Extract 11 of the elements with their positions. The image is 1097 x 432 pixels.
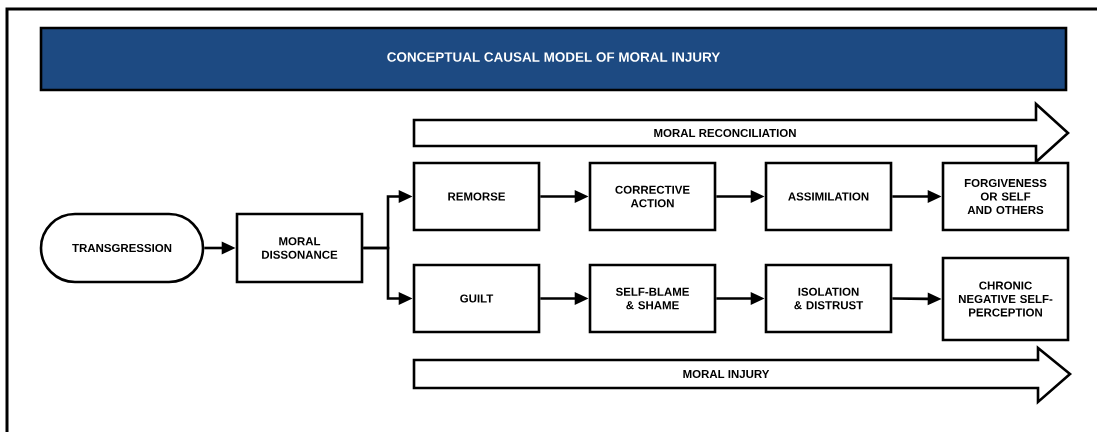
process-box: REMORSE [412, 161, 541, 232]
terminal-box: TRANSGRESSION [39, 212, 205, 284]
process-box: ISOLATION & DISTRUST [764, 263, 893, 334]
process-box: MORAL DISSONANCE [235, 212, 364, 284]
process-box: CHRONIC NEGATIVE SELF-PERCEPTION [941, 256, 1070, 342]
process-box: SELF-BLAME & SHAME [588, 263, 717, 334]
process-box: FORGIVENESS OR SELF AND OTHERS [941, 161, 1070, 232]
process-box: ASSIMILATION [764, 161, 893, 232]
process-box: CORRECTIVE ACTION [588, 161, 717, 232]
title-banner: CONCEPTUAL CAUSAL MODEL OF MORAL INJURY [39, 26, 1068, 92]
process-box: GUILT [412, 263, 541, 334]
